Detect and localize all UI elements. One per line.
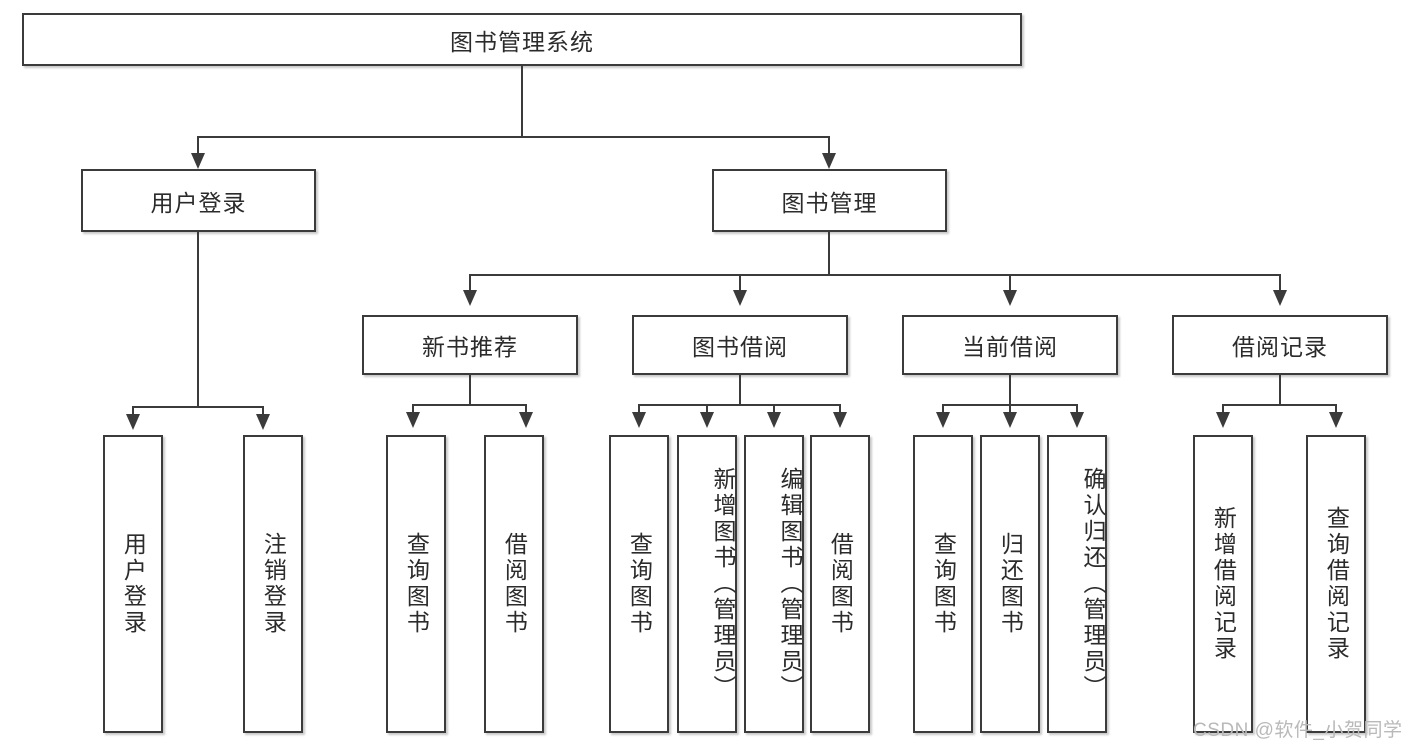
arrowhead-to-user-login (191, 153, 205, 169)
leaf-cb-return-book[interactable]: 归还图书 (980, 435, 1040, 733)
leaf-bb-borrow-book[interactable]: 借阅图书 (810, 435, 870, 733)
connector-nbr-stem (469, 375, 471, 406)
node-label: 用户登录 (120, 532, 147, 636)
arrowhead-to-book-borrow (733, 290, 747, 306)
connector-user-login-drop-2 (262, 406, 264, 416)
leaf-user-login[interactable]: 用户登录 (103, 435, 163, 733)
arrowhead-bb-leaf-1 (632, 412, 646, 428)
connector-nbr-bus (412, 404, 527, 406)
leaf-bb-add-book-admin[interactable]: 新增图书（管理员） (677, 435, 737, 733)
connector-bb-drop-3 (773, 404, 775, 414)
leaf-bb-query-book[interactable]: 查询图书 (609, 435, 669, 733)
leaf-bb-edit-book-admin[interactable]: 编辑图书（管理员） (744, 435, 804, 733)
node-label: 图书借阅 (692, 334, 788, 360)
node-label: 用户登录 (150, 189, 247, 216)
connector-bb-bus (638, 404, 841, 406)
node-label: 新书推荐 (422, 334, 518, 360)
arrowhead-bb-leaf-4 (833, 412, 847, 428)
arrowhead-nbr-leaf-2 (519, 412, 533, 428)
connector-bb-drop-1 (638, 404, 640, 414)
node-label: 查询图书 (930, 532, 957, 636)
arrowhead-to-book-management (822, 153, 836, 169)
leaf-cb-confirm-return-admin[interactable]: 确认归还（管理员） (1047, 435, 1107, 733)
arrowhead-br-leaf-2 (1329, 412, 1343, 428)
connector-user-login-bus (132, 406, 263, 408)
connector-cb-drop-2 (1009, 404, 1011, 414)
connector-cb-drop-3 (1076, 404, 1078, 414)
connector-br-drop-2 (1335, 404, 1337, 414)
connector-book-management-stem (828, 232, 830, 276)
node-borrow-record[interactable]: 借阅记录 (1172, 315, 1388, 375)
node-label: 查询图书 (403, 532, 430, 636)
node-label: 注销登录 (260, 532, 287, 636)
connector-bm-drop-4 (1279, 274, 1281, 292)
connector-bb-stem (739, 375, 741, 406)
node-label: 当前借阅 (962, 334, 1058, 360)
arrowhead-br-leaf-1 (1216, 412, 1230, 428)
arrowhead-nbr-leaf-1 (406, 412, 420, 428)
node-label: 编辑图书（管理员） (777, 467, 803, 701)
node-label: 图书管理系统 (450, 28, 594, 55)
connector-br-stem (1279, 375, 1281, 406)
connector-nbr-drop-1 (412, 404, 414, 414)
node-label: 新增图书（管理员） (710, 467, 736, 701)
connector-nbr-drop-2 (525, 404, 527, 414)
arrowhead-bb-leaf-3 (767, 412, 781, 428)
connector-br-drop-1 (1222, 404, 1224, 414)
connector-cb-drop-1 (942, 404, 944, 414)
node-label: 借阅记录 (1232, 334, 1328, 360)
node-current-borrow[interactable]: 当前借阅 (902, 315, 1118, 375)
watermark-text: CSDN @软件_小贺同学 (1193, 720, 1403, 741)
leaf-cb-query-book[interactable]: 查询图书 (913, 435, 973, 733)
connector-bb-drop-4 (839, 404, 841, 414)
node-label: 查询借阅记录 (1323, 506, 1350, 662)
node-label: 确认归还（管理员） (1080, 467, 1106, 701)
leaf-nbr-borrow-book[interactable]: 借阅图书 (484, 435, 544, 733)
connector-bb-drop-2 (706, 404, 708, 414)
leaf-br-query-record[interactable]: 查询借阅记录 (1306, 435, 1366, 733)
node-user-login[interactable]: 用户登录 (81, 169, 316, 232)
arrowhead-user-login-leaf-1 (126, 414, 140, 430)
leaf-logout[interactable]: 注销登录 (243, 435, 303, 733)
arrowhead-cb-leaf-1 (936, 412, 950, 428)
arrowhead-user-login-leaf-2 (256, 414, 270, 430)
node-label: 借阅图书 (827, 532, 854, 636)
arrowhead-to-current-borrow (1003, 290, 1017, 306)
node-label: 新增借阅记录 (1210, 506, 1237, 662)
node-book-management-system[interactable]: 图书管理系统 (22, 13, 1022, 66)
arrowhead-to-borrow-record (1273, 290, 1287, 306)
connector-br-bus (1222, 404, 1337, 406)
node-new-book-recommend[interactable]: 新书推荐 (362, 315, 578, 375)
connector-root-stem (521, 66, 523, 137)
node-label: 图书管理 (781, 189, 878, 216)
node-book-borrow[interactable]: 图书借阅 (632, 315, 848, 375)
connector-user-login-stem (197, 232, 199, 408)
arrowhead-bb-leaf-2 (700, 412, 714, 428)
leaf-br-add-record[interactable]: 新增借阅记录 (1193, 435, 1253, 733)
connector-user-login-drop-1 (132, 406, 134, 416)
connector-root-drop-1 (197, 136, 199, 156)
connector-bm-drop-3 (1009, 274, 1011, 292)
connector-bm-drop-1 (469, 274, 471, 292)
node-label: 归还图书 (997, 532, 1024, 636)
node-label: 查询图书 (626, 532, 653, 636)
connector-book-management-bus (469, 274, 1281, 276)
connector-root-drop-2 (828, 136, 830, 156)
connector-root-bus (197, 136, 829, 138)
node-book-management[interactable]: 图书管理 (712, 169, 947, 232)
arrowhead-cb-leaf-2 (1003, 412, 1017, 428)
connector-bm-drop-2 (739, 274, 741, 292)
arrowhead-cb-leaf-3 (1070, 412, 1084, 428)
node-label: 借阅图书 (501, 532, 528, 636)
leaf-nbr-query-book[interactable]: 查询图书 (386, 435, 446, 733)
connector-cb-stem (1009, 375, 1011, 406)
arrowhead-to-new-book-recommend (463, 290, 477, 306)
